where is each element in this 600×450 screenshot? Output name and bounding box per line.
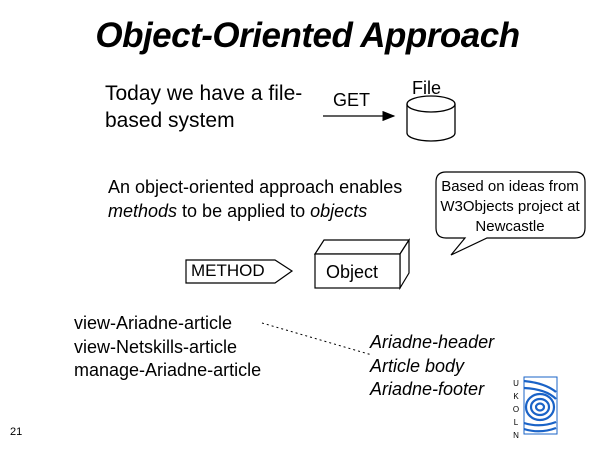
file-cylinder-icon [406, 95, 456, 142]
enables-line1: An object-oriented approach enables [108, 177, 403, 197]
list-item: Ariadne-header [370, 332, 495, 352]
list-item: manage-Ariadne-article [74, 360, 262, 380]
bubble-text: Based on ideas from W3Objects project at… [440, 178, 580, 235]
dotted-connector [261, 322, 373, 356]
method-label: METHOD [191, 261, 265, 280]
ukoln-logo-icon [523, 376, 558, 435]
methods-list: view-Ariadne-article view-Netskills-arti… [74, 312, 294, 383]
slide-title: Object-Oriented Approach [95, 16, 520, 55]
speech-bubble [435, 171, 586, 256]
enables-middle: to be applied to [177, 201, 311, 221]
list-item: Article body [370, 355, 465, 376]
object-box [313, 237, 411, 291]
list-item: view-Ariadne-article [74, 313, 233, 333]
method-arrow-shape [185, 259, 294, 284]
word-methods: methods [108, 201, 178, 221]
page-number: 21 [10, 426, 23, 438]
file-label: File [412, 78, 442, 98]
get-label: GET [333, 90, 371, 110]
word-objects: objects [310, 201, 368, 221]
intro-text: Today we have a file-based system [105, 82, 303, 132]
article-parts: Ariadne-header Article body Ariadne-foot… [370, 331, 530, 402]
list-item: view-Netskills-article [74, 336, 238, 357]
object-label: Object [326, 262, 379, 282]
ukoln-logo-letters: UKOLN [512, 379, 520, 440]
list-item: Ariadne-footer [370, 379, 485, 399]
enables-text: An object-oriented approach enables meth… [108, 175, 438, 223]
